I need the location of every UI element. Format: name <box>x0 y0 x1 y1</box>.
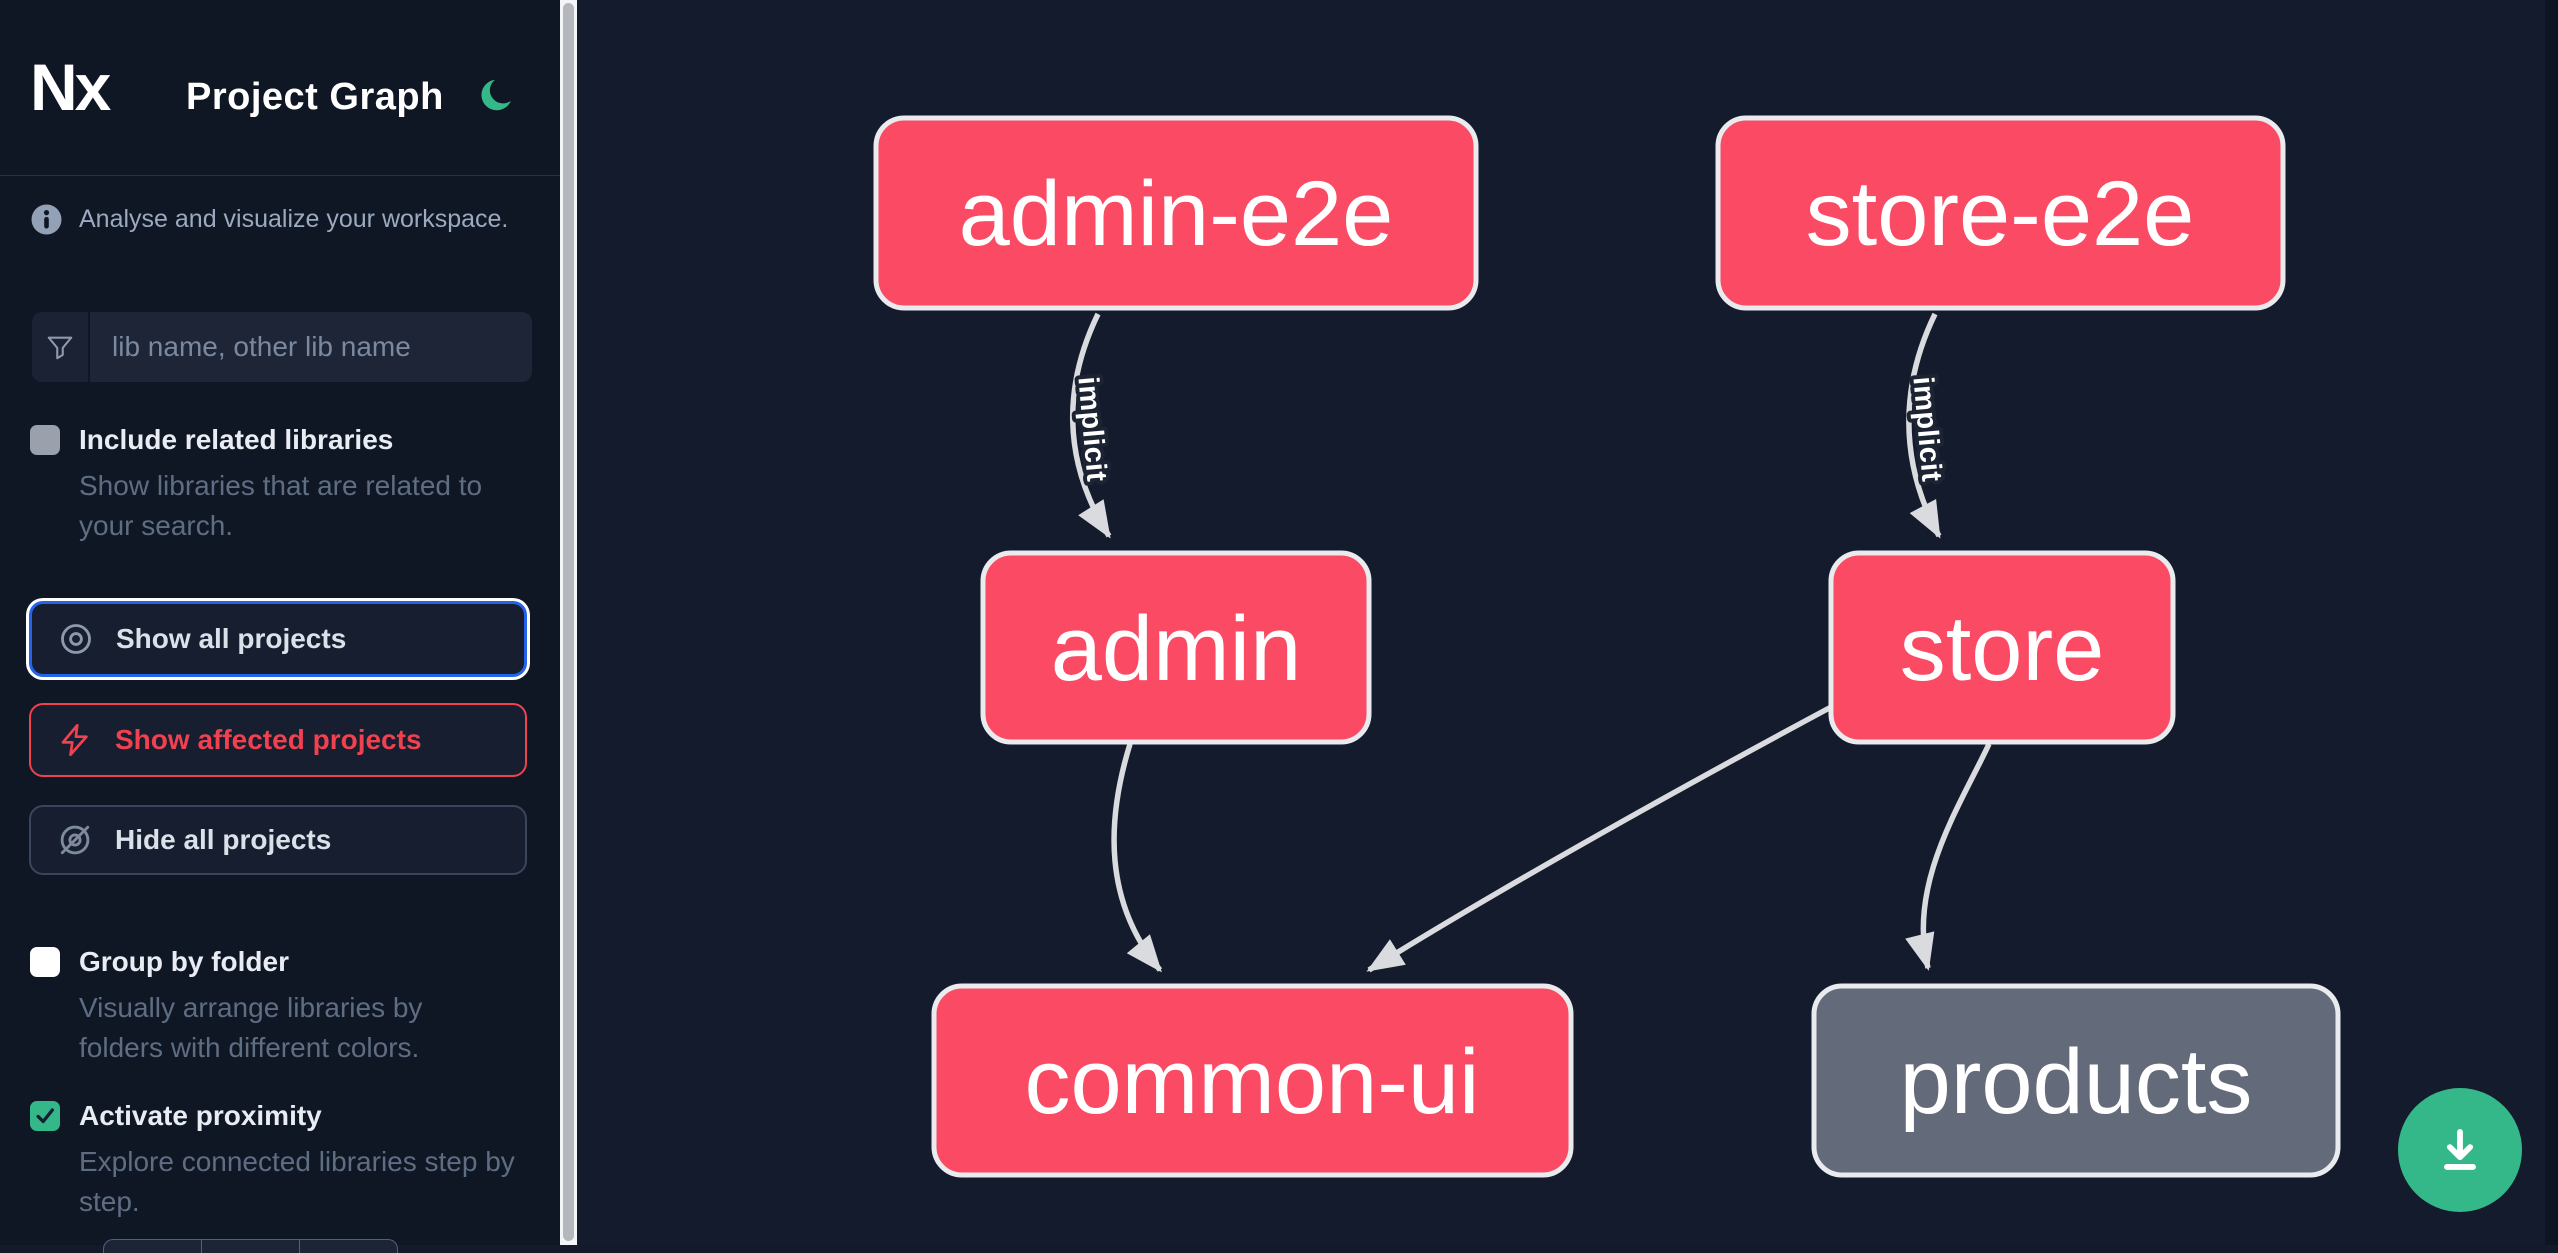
eye-off-icon <box>60 825 90 855</box>
svg-text:products: products <box>1900 1031 2253 1133</box>
activate-proximity-label: Activate proximity <box>79 1100 322 1131</box>
activate-proximity-checkbox[interactable] <box>30 1101 60 1131</box>
show-affected-projects-button[interactable]: Show affected projects <box>29 703 527 777</box>
include-related-checkbox[interactable] <box>30 425 60 455</box>
moon-icon <box>481 79 511 111</box>
proximity-stepper[interactable] <box>103 1239 398 1253</box>
search-box <box>32 312 532 382</box>
hide-all-projects-button[interactable]: Hide all projects <box>29 805 527 875</box>
include-related-label: Include related libraries <box>79 424 394 455</box>
graph-edge-admin-to-common-ui <box>1111 743 1163 973</box>
project-graph-svg: implicit implicit admin-e2e store-e2e ad… <box>873 115 2341 1178</box>
activate-proximity-description: Explore connected libraries step by step… <box>79 1146 515 1217</box>
toggle-group-by-folder: Group by folder Visually arrange librari… <box>30 946 509 1068</box>
sidebar-scrollbar[interactable] <box>560 0 577 1245</box>
svg-text:store: store <box>1900 598 2105 700</box>
sidebar-scrollbar-thumb[interactable] <box>563 3 574 1241</box>
svg-text:admin: admin <box>1051 598 1302 700</box>
graph-node-admin-e2e[interactable]: admin-e2e <box>873 115 1479 311</box>
graph-canvas[interactable]: implicit implicit admin-e2e store-e2e ad… <box>577 0 2558 1245</box>
download-graph-button[interactable] <box>2398 1088 2522 1212</box>
group-by-folder-description: Visually arrange libraries by folders wi… <box>79 992 423 1063</box>
graph-edge-store-e2e-to-store <box>1906 312 1942 539</box>
tagline: Analyse and visualize your workspace. <box>31 204 508 235</box>
theme-toggle-button[interactable] <box>478 76 518 116</box>
filter-icon-cell <box>32 312 90 382</box>
graph-edge-store-to-products <box>1905 742 1992 971</box>
svg-text:common-ui: common-ui <box>1024 1031 1479 1133</box>
svg-text:admin-e2e: admin-e2e <box>959 163 1394 265</box>
edge-label-implicit: implicit <box>1906 375 1947 483</box>
graph-edge-store-to-common-ui <box>1366 703 1835 973</box>
graph-node-common-ui[interactable]: common-ui <box>931 983 1574 1178</box>
graph-node-store[interactable]: store <box>1828 550 2176 745</box>
tagline-text: Analyse and visualize your workspace. <box>79 205 509 233</box>
group-by-folder-label: Group by folder <box>79 946 289 977</box>
sidebar: Nx Project Graph Analyse and visualize y… <box>0 0 560 1253</box>
show-all-projects-button[interactable]: Show all projects <box>29 601 527 677</box>
toggle-activate-proximity: Activate proximity Explore connected lib… <box>30 1100 529 1222</box>
show-all-projects-label: Show all projects <box>116 623 347 654</box>
hide-all-projects-label: Hide all projects <box>115 824 332 855</box>
sidebar-header: Nx Project Graph <box>0 0 560 176</box>
toggle-include-related: Include related libraries Show libraries… <box>30 424 534 546</box>
download-icon <box>2444 1128 2476 1170</box>
funnel-icon <box>47 336 73 360</box>
stepper-decrement[interactable] <box>104 1240 202 1253</box>
nx-logo-icon: Nx <box>30 52 115 124</box>
graph-edge-admin-e2e-to-admin <box>1070 312 1112 539</box>
graph-node-admin[interactable]: admin <box>980 550 1372 745</box>
stepper-increment[interactable] <box>300 1240 397 1253</box>
graph-node-store-e2e[interactable]: store-e2e <box>1715 115 2286 311</box>
graph-node-products[interactable]: products <box>1811 983 2341 1178</box>
nx-logo-text: Nx <box>30 52 112 124</box>
show-affected-projects-label: Show affected projects <box>115 724 422 755</box>
include-related-description: Show libraries that are related to your … <box>79 470 483 541</box>
search-input[interactable] <box>90 312 532 382</box>
stepper-value <box>202 1240 300 1253</box>
info-icon <box>31 204 62 235</box>
check-icon <box>36 1108 54 1124</box>
bolt-icon <box>61 723 88 757</box>
group-by-folder-checkbox[interactable] <box>30 947 60 977</box>
svg-text:store-e2e: store-e2e <box>1806 163 2195 265</box>
canvas-right-strip <box>2545 0 2558 1245</box>
page-title: Project Graph <box>186 76 444 118</box>
eye-icon <box>61 624 91 654</box>
